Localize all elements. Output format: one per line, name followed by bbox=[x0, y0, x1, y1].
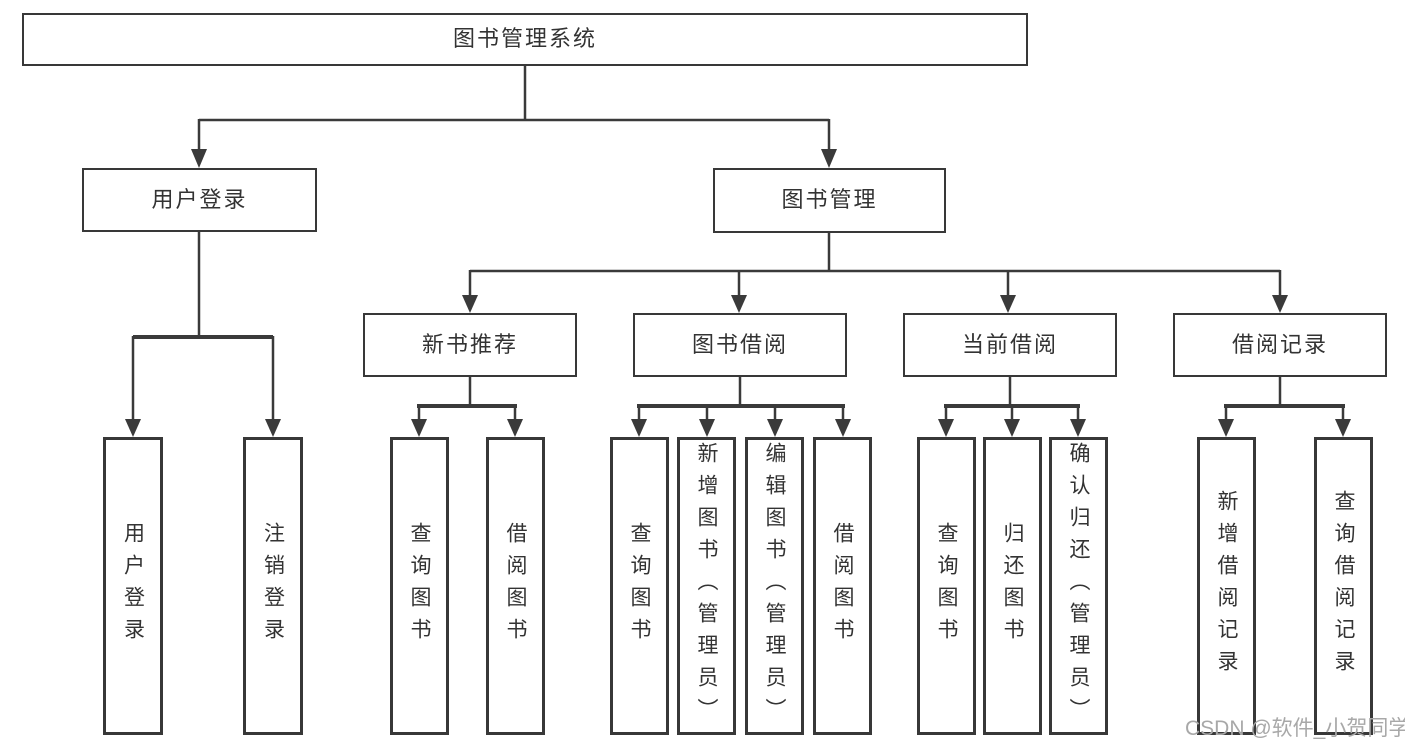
arrowhead bbox=[125, 419, 141, 437]
connector-user-login-split bbox=[125, 232, 281, 437]
leaf-return-book-label: 归还图书 bbox=[1001, 522, 1024, 650]
leaf-borrow-borrow-books-label: 借阅图书 bbox=[831, 522, 854, 650]
leaf-recommend-borrow-books-label: 借阅图书 bbox=[504, 522, 527, 650]
connector-borrow-records-split bbox=[1218, 377, 1351, 437]
node-borrow-records: 借阅记录 bbox=[1173, 313, 1387, 377]
arrowhead bbox=[1218, 419, 1234, 437]
leaf-confirm-return-admin-label: 确认归还（管理员） bbox=[1067, 442, 1090, 730]
node-new-book-recommend-label: 新书推荐 bbox=[421, 331, 518, 357]
arrowhead bbox=[938, 419, 954, 437]
arrowhead bbox=[191, 149, 207, 168]
arrowhead bbox=[1335, 419, 1351, 437]
leaf-recommend-borrow-books: 借阅图书 bbox=[486, 437, 545, 735]
node-new-book-recommend: 新书推荐 bbox=[363, 313, 577, 377]
connector-root-to-level2 bbox=[191, 66, 837, 168]
leaf-confirm-return-admin: 确认归还（管理员） bbox=[1049, 437, 1108, 735]
csdn-watermark: CSDN @软件_小贺同学 bbox=[1185, 717, 1405, 740]
arrowhead bbox=[1272, 295, 1288, 313]
node-book-borrow-label: 图书借阅 bbox=[691, 331, 788, 357]
node-user-login-label: 用户登录 bbox=[151, 186, 248, 212]
arrowhead bbox=[265, 419, 281, 437]
node-current-borrow: 当前借阅 bbox=[903, 313, 1117, 377]
leaf-recommend-query-books: 查询图书 bbox=[390, 437, 449, 735]
leaf-logout: 注销登录 bbox=[243, 437, 303, 735]
leaf-edit-book-admin-label: 编辑图书（管理员） bbox=[763, 442, 786, 730]
node-root: 图书管理系统 bbox=[22, 13, 1028, 66]
leaf-borrow-query-books-label: 查询图书 bbox=[628, 522, 651, 650]
leaf-return-book: 归还图书 bbox=[983, 437, 1042, 735]
arrowhead bbox=[507, 419, 523, 437]
leaf-borrow-query-books: 查询图书 bbox=[610, 437, 669, 735]
leaf-edit-book-admin: 编辑图书（管理员） bbox=[745, 437, 804, 735]
leaf-query-borrow-record: 查询借阅记录 bbox=[1314, 437, 1373, 735]
node-current-borrow-label: 当前借阅 bbox=[961, 331, 1058, 357]
arrowhead bbox=[631, 419, 647, 437]
connector-current-borrow-split bbox=[938, 377, 1086, 437]
leaf-add-book-admin-label: 新增图书（管理员） bbox=[695, 442, 718, 730]
leaf-current-query-books-label: 查询图书 bbox=[935, 522, 958, 650]
node-book-management: 图书管理 bbox=[713, 168, 946, 233]
node-book-borrow: 图书借阅 bbox=[633, 313, 847, 377]
connector-book-management-split bbox=[462, 233, 1288, 313]
connector-new-book-split bbox=[411, 377, 523, 437]
node-book-management-label: 图书管理 bbox=[781, 187, 878, 213]
arrowhead bbox=[411, 419, 427, 437]
arrowhead bbox=[1000, 295, 1016, 313]
node-user-login: 用户登录 bbox=[82, 168, 317, 232]
arrowhead bbox=[821, 149, 837, 168]
arrowhead bbox=[699, 419, 715, 437]
leaf-logout-label: 注销登录 bbox=[261, 522, 285, 650]
arrowhead bbox=[835, 419, 851, 437]
connector-book-borrow-split bbox=[631, 377, 851, 437]
arrowhead bbox=[1004, 419, 1020, 437]
arrowhead bbox=[1070, 419, 1086, 437]
leaf-user-login-label: 用户登录 bbox=[121, 522, 145, 650]
arrowhead bbox=[767, 419, 783, 437]
leaf-add-borrow-record-label: 新增借阅记录 bbox=[1215, 490, 1238, 682]
leaf-current-query-books: 查询图书 bbox=[917, 437, 976, 735]
node-root-label: 图书管理系统 bbox=[452, 26, 597, 52]
node-borrow-records-label: 借阅记录 bbox=[1231, 331, 1328, 357]
leaf-add-borrow-record: 新增借阅记录 bbox=[1197, 437, 1256, 735]
leaf-query-borrow-record-label: 查询借阅记录 bbox=[1332, 490, 1355, 682]
leaf-borrow-borrow-books: 借阅图书 bbox=[813, 437, 872, 735]
arrowhead bbox=[462, 295, 478, 313]
leaf-user-login: 用户登录 bbox=[103, 437, 163, 735]
arrowhead bbox=[731, 295, 747, 313]
leaf-recommend-query-books-label: 查询图书 bbox=[408, 522, 431, 650]
leaf-add-book-admin: 新增图书（管理员） bbox=[677, 437, 736, 735]
